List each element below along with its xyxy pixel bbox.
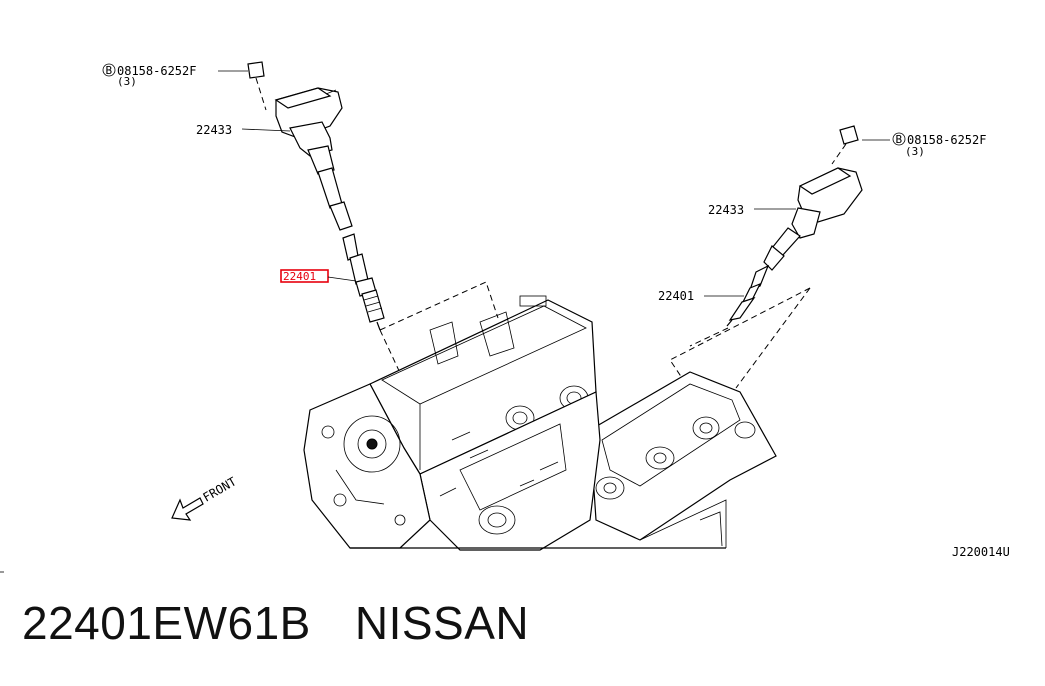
front-label: FRONT: [201, 474, 239, 504]
bolt-left-qty: (3): [117, 75, 137, 88]
coil-right-label: 22433: [708, 203, 744, 217]
ignition-coil-right[interactable]: [763, 167, 863, 271]
bolt-left-label: 08158-6252F: [117, 64, 196, 78]
coil-right-callout[interactable]: 22433: [708, 203, 796, 217]
front-arrow-icon: [171, 497, 204, 521]
bolt-right-qty: (3): [905, 145, 925, 158]
bolt-right-label: 08158-6252F: [907, 133, 986, 147]
coil-left-label: 22433: [196, 123, 232, 137]
engine-block: [303, 295, 777, 551]
front-indicator: FRONT: [171, 474, 239, 521]
bolt-right-callout[interactable]: B 08158-6252F (3): [862, 132, 986, 158]
ignition-coil-left[interactable]: [274, 87, 353, 231]
bolt-marker-left: B: [106, 64, 113, 77]
spark-plug-right[interactable]: [726, 264, 770, 327]
bolt-left: [247, 61, 267, 111]
bolt-marker-right: B: [896, 133, 903, 146]
spark-plug-left[interactable]: [342, 233, 385, 331]
plug-left-callout[interactable]: 22401: [280, 269, 357, 283]
part-caption: 22401EW61B NISSAN: [22, 596, 529, 650]
figure-code: J220014U: [952, 545, 1010, 559]
coil-left-callout[interactable]: 22433: [196, 123, 291, 137]
bolt-right: [831, 125, 859, 165]
bolt-left-callout[interactable]: B 08158-6252F (3): [102, 63, 248, 88]
plug-left-label: 22401: [283, 270, 316, 283]
plug-left-highlight-box: [280, 269, 329, 283]
plug-right-callout[interactable]: 22401: [658, 289, 744, 303]
plug-right-label: 22401: [658, 289, 694, 303]
parts-diagram: B 08158-6252F (3) 22433 22401: [0, 61, 1010, 573]
brand-name: NISSAN: [354, 597, 530, 649]
part-number: 22401EW61B: [22, 597, 311, 649]
